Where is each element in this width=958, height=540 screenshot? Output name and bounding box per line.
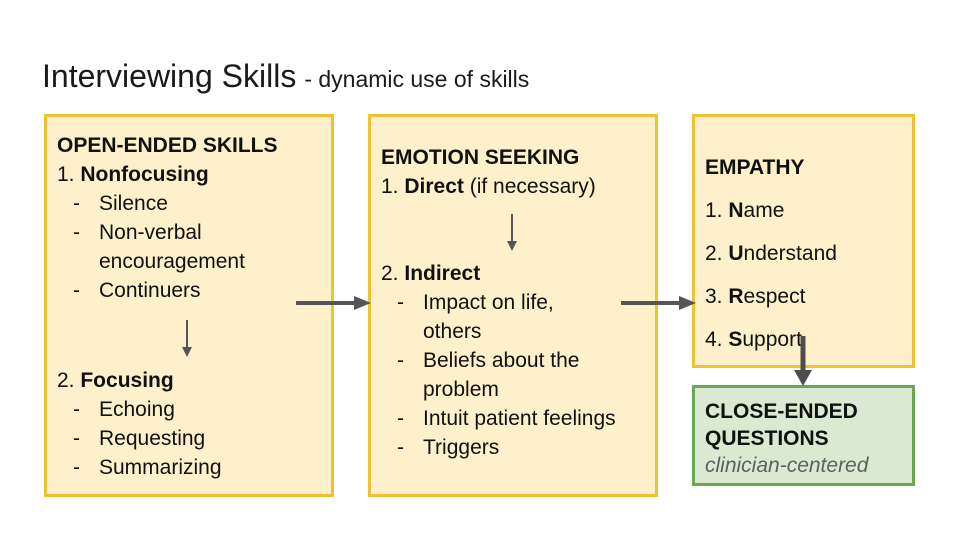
item-initial: N — [728, 199, 744, 222]
bullet-text: Triggers — [423, 436, 500, 459]
item-rest: upport — [742, 328, 802, 351]
dash-bullet-icon: - — [73, 279, 80, 302]
emotion-seeking-header: EMOTION SEEKING — [381, 146, 580, 169]
item-number: 4. — [705, 328, 723, 351]
item-number: 1. — [381, 175, 399, 198]
bullet-text: Requesting — [99, 427, 206, 450]
bullet-text: Echoing — [99, 398, 175, 421]
down-arrow-icon — [179, 320, 195, 358]
bullet-text: Intuit patient feelings — [423, 407, 616, 430]
right-arrow-icon — [619, 295, 697, 311]
dash-bullet-icon: - — [73, 221, 80, 244]
bullet-text: Non-verbal encouragement — [99, 221, 245, 273]
close-ended-header: CLOSE-ENDED QUESTIONS — [705, 400, 858, 450]
bullet-continuers: - Continuers — [69, 276, 321, 305]
empathy-header: EMPATHY — [705, 156, 805, 179]
bullet-text: Continuers — [99, 279, 201, 302]
dash-bullet-icon: - — [397, 407, 404, 430]
empathy-item-name: 1. Name — [705, 196, 902, 225]
dash-bullet-icon: - — [73, 427, 80, 450]
item-rest: ame — [743, 199, 785, 222]
bullet-silence: - Silence — [69, 189, 321, 218]
down-arrow-icon — [504, 214, 520, 252]
page-title: Interviewing Skills - dynamic use of skil… — [42, 58, 529, 95]
bullet-text: Silence — [99, 192, 168, 215]
empathy-item-respect: 3. Respect — [705, 282, 902, 311]
item-label: Focusing — [80, 369, 174, 392]
focusing-item: 2. Focusing — [57, 366, 321, 395]
indirect-item: 2. Indirect — [381, 259, 645, 288]
empathy-item-support: 4. Support — [705, 325, 902, 354]
item-number: 2. — [57, 369, 75, 392]
dash-bullet-icon: - — [73, 456, 80, 479]
bullet-nonverbal-encouragement: - Non-verbal encouragement — [69, 218, 321, 276]
close-ended-questions-box: CLOSE-ENDED QUESTIONS clinician-centered — [692, 385, 915, 486]
bullet-beliefs: - Beliefs about the problem — [393, 346, 645, 404]
dash-bullet-icon: - — [397, 291, 404, 314]
emotion-seeking-box: EMOTION SEEKING 1. Direct (if necessary)… — [368, 114, 658, 497]
item-rest: nderstand — [743, 242, 837, 265]
item-label: Direct — [404, 175, 464, 198]
bullet-requesting: - Requesting — [69, 424, 321, 453]
bullet-summarizing: - Summarizing — [69, 453, 321, 482]
direct-item: 1. Direct (if necessary) — [381, 172, 645, 201]
item-label: Nonfocusing — [80, 163, 209, 186]
nonfocusing-item: 1. Nonfocusing — [57, 160, 321, 189]
down-arrow-icon — [793, 336, 813, 386]
right-arrow-icon — [294, 295, 372, 311]
open-ended-header: OPEN-ENDED SKILLS — [57, 134, 278, 157]
title-subtitle: - dynamic use of skills — [304, 66, 530, 92]
empathy-item-understand: 2. Understand — [705, 239, 902, 268]
bullet-text: Beliefs about the problem — [423, 349, 580, 401]
bullet-text: Summarizing — [99, 456, 222, 479]
item-initial: R — [728, 285, 744, 308]
item-number: 1. — [705, 199, 723, 222]
item-number: 3. — [705, 285, 723, 308]
item-initial: U — [728, 242, 744, 265]
close-ended-subtitle: clinician-centered — [705, 454, 869, 477]
bullet-impact-on-life: - Impact on life, others — [393, 288, 645, 346]
item-label: Indirect — [404, 262, 481, 285]
dash-bullet-icon: - — [397, 349, 404, 372]
bullet-echoing: - Echoing — [69, 395, 321, 424]
item-rest: espect — [743, 285, 806, 308]
dash-bullet-icon: - — [73, 192, 80, 215]
item-suffix: (if necessary) — [463, 175, 596, 198]
item-number: 2. — [381, 262, 399, 285]
empathy-box: EMPATHY 1. Name 2. Understand 3. Respect… — [692, 114, 915, 368]
title-main: Interviewing Skills — [42, 58, 297, 94]
open-ended-skills-box: OPEN-ENDED SKILLS 1. Nonfocusing - Silen… — [44, 114, 334, 497]
dash-bullet-icon: - — [397, 436, 404, 459]
bullet-triggers: - Triggers — [393, 433, 645, 462]
item-number: 1. — [57, 163, 75, 186]
item-number: 2. — [705, 242, 723, 265]
bullet-text: Impact on life, others — [423, 291, 554, 343]
item-initial: S — [728, 328, 743, 351]
dash-bullet-icon: - — [73, 398, 80, 421]
bullet-intuit-feelings: - Intuit patient feelings — [393, 404, 645, 433]
